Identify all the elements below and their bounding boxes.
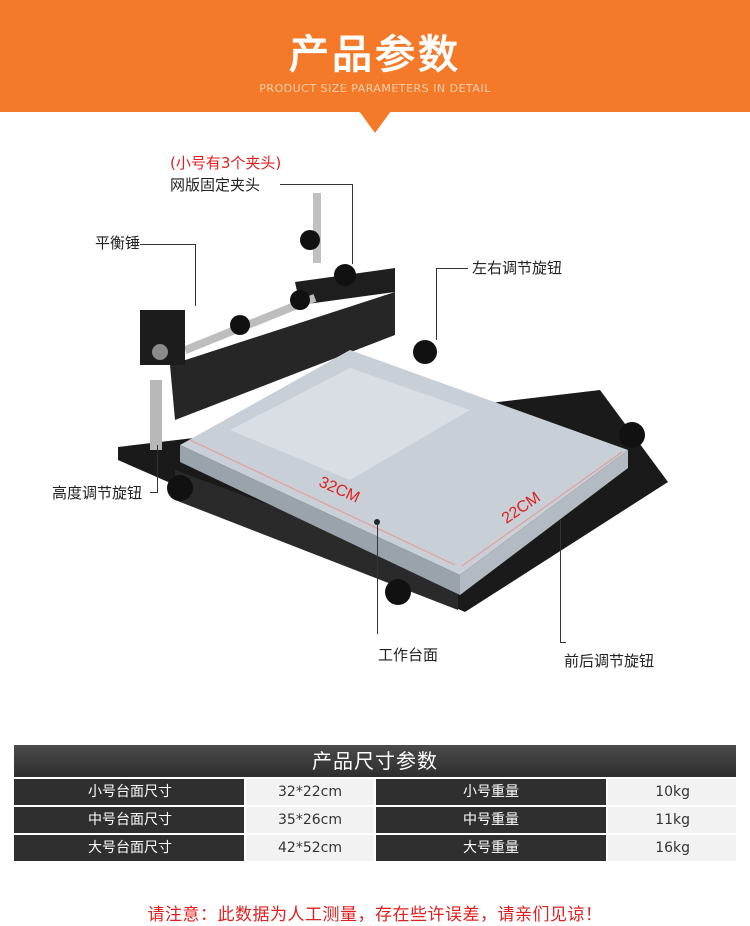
callout-height-knob: 高度调节旋钮 <box>52 484 143 502</box>
callout-height-knob-line <box>150 492 158 493</box>
clamp-screw <box>313 193 321 263</box>
product-illustration: 32CM 22CM <box>118 193 668 612</box>
knob-right <box>619 422 645 448</box>
callout-worktable-drop <box>377 522 378 634</box>
knob-lr <box>413 340 437 364</box>
callout-counterweight-drop <box>195 244 196 306</box>
worktable-sheen <box>230 368 470 480</box>
knob-clamp <box>334 264 356 286</box>
table-row: 中号台面尺寸 35*26cm 中号重量 11kg <box>14 807 736 833</box>
knob-top <box>300 230 320 250</box>
callout-lr-knob-line <box>436 268 468 269</box>
size-value: 42*52cm <box>246 835 374 861</box>
weight-value: 16kg <box>608 835 736 861</box>
callout-counterweight: 平衡锤 <box>95 234 141 252</box>
weight-value: 11kg <box>608 807 736 833</box>
page-title: 产品参数 <box>289 32 461 78</box>
callout-counterweight-line <box>140 244 195 245</box>
weight-label: 中号重量 <box>376 807 606 833</box>
header-banner <box>0 0 750 112</box>
rear-frame <box>170 292 395 420</box>
table-rail <box>175 470 458 610</box>
dimension-line-length <box>189 439 456 566</box>
size-label: 大号台面尺寸 <box>14 835 244 861</box>
dimension-line-width <box>461 451 623 567</box>
size-label: 中号台面尺寸 <box>14 807 244 833</box>
size-value: 35*26cm <box>246 807 374 833</box>
callout-clamp: 网版固定夹头 <box>170 176 261 194</box>
measurement-note: 请注意：此数据为人工测量，存在些许误差，请亲们见谅！ <box>147 905 603 925</box>
worktable-edge-front <box>180 445 460 595</box>
spec-table: 产品尺寸参数 小号台面尺寸 32*22cm 小号重量 10kg 中号台面尺寸 3… <box>14 745 736 861</box>
callout-clamp-drop <box>352 184 353 264</box>
size-value: 32*22cm <box>246 779 374 805</box>
table-row: 大号台面尺寸 42*52cm 大号重量 16kg <box>14 835 736 861</box>
clamp-bar <box>183 294 317 354</box>
callout-height-knob-rise <box>157 445 158 493</box>
knob-clamp-3 <box>230 315 250 335</box>
table-row: 小号台面尺寸 32*22cm 小号重量 10kg <box>14 779 736 805</box>
rear-frame-top <box>295 268 395 305</box>
weight-label: 小号重量 <box>376 779 606 805</box>
bearing <box>152 344 168 360</box>
size-label: 小号台面尺寸 <box>14 779 244 805</box>
callout-lr-knob: 左右调节旋钮 <box>472 259 563 277</box>
callout-fb-knob-drop <box>560 520 561 642</box>
callout-fb-knob: 前后调节旋钮 <box>564 652 655 670</box>
height-post <box>150 380 162 450</box>
knob-height <box>167 475 193 501</box>
header-notch <box>359 111 391 133</box>
worktable-edge-right <box>460 450 628 595</box>
spec-table-title: 产品尺寸参数 <box>14 745 736 777</box>
knob-clamp-2 <box>290 290 310 310</box>
weight-label: 大号重量 <box>376 835 606 861</box>
callout-worktable: 工作台面 <box>378 646 439 664</box>
weight-value: 10kg <box>608 779 736 805</box>
callout-clamp-line <box>280 184 352 185</box>
callout-lr-knob-drop <box>436 268 437 340</box>
page-subtitle: PRODUCT SIZE PARAMETERS IN DETAIL <box>259 82 491 95</box>
callout-fb-knob-line <box>560 642 566 643</box>
callout-clamp-note: (小号有3个夹头) <box>170 154 282 172</box>
knob-front <box>385 579 411 605</box>
